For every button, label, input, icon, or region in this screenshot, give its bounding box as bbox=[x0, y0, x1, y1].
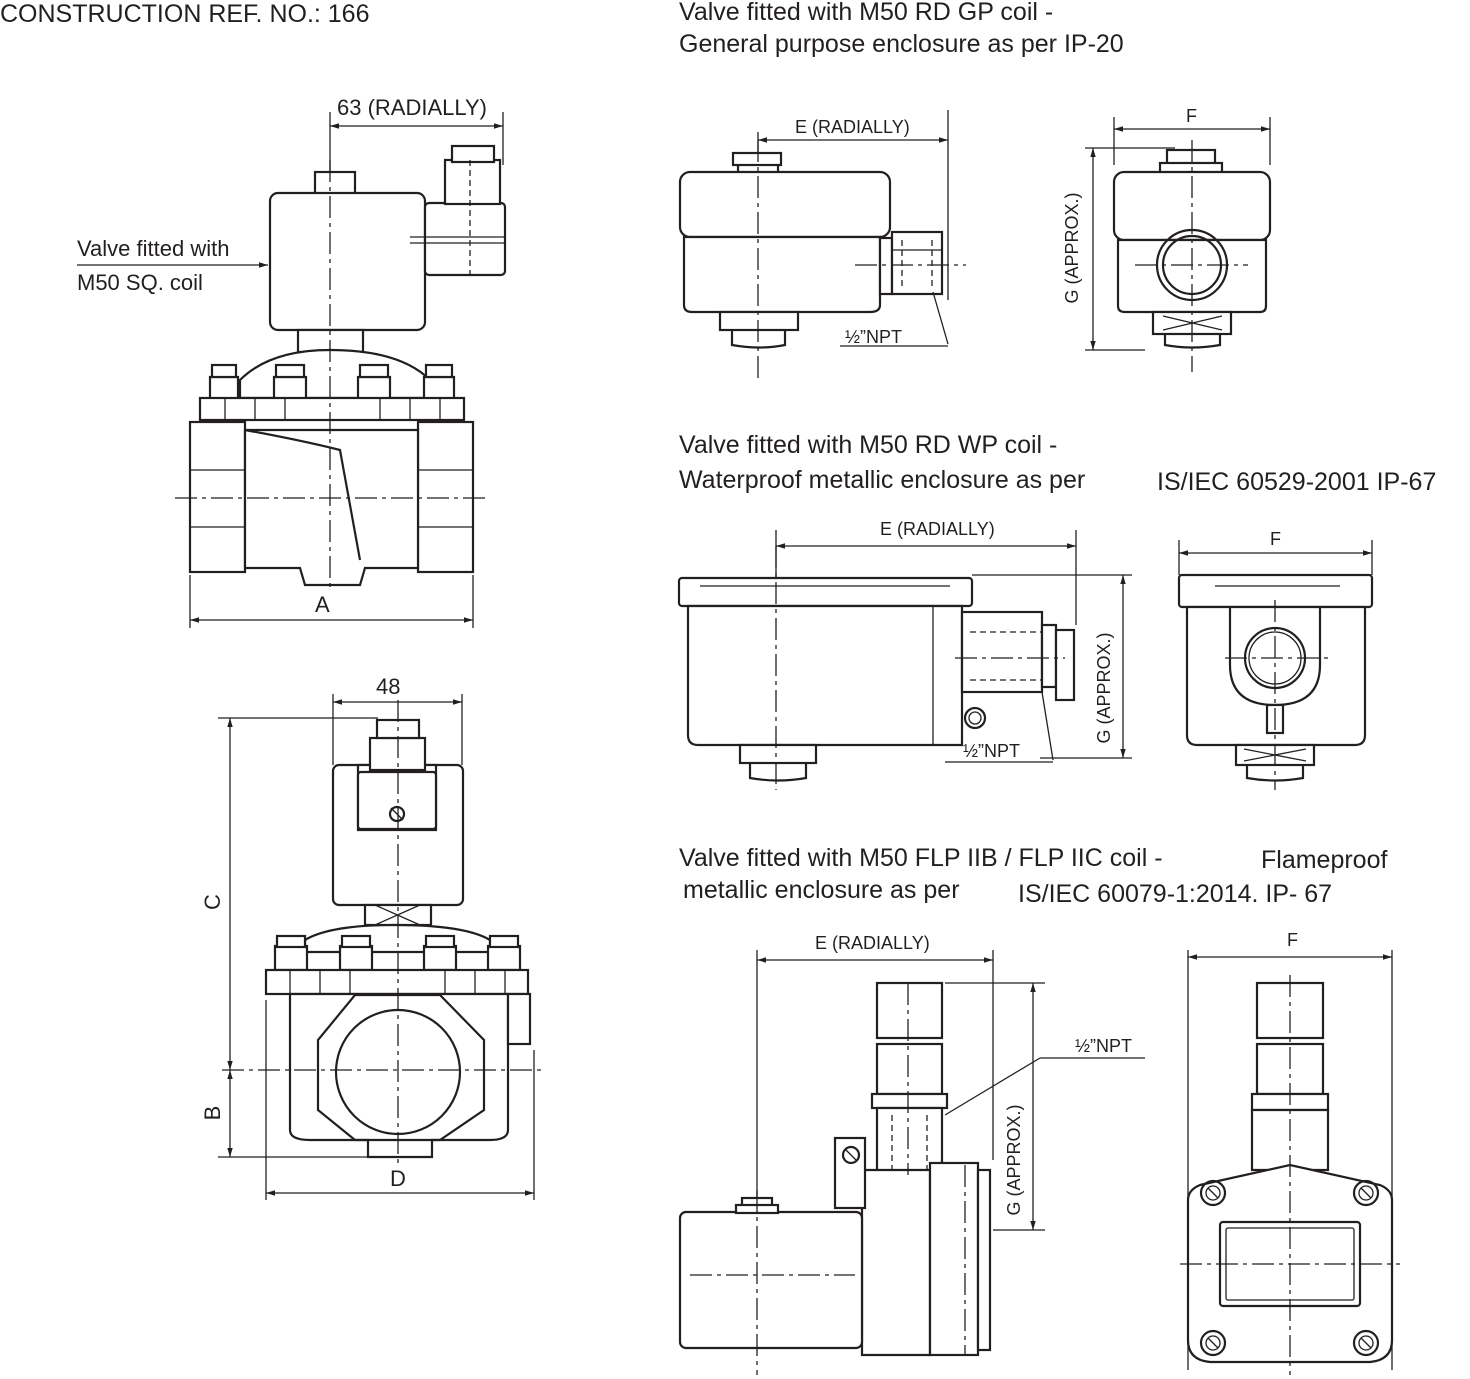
dim-c: C bbox=[200, 894, 225, 910]
wp-npt-label: ½”NPT bbox=[963, 741, 1020, 761]
flp-title-line2b: IS/IEC 60079-1:2014. IP- 67 bbox=[1018, 880, 1332, 908]
flp-dim-e: E (RADIALLY) bbox=[815, 933, 930, 953]
main-front-view: 63 (RADIALLY) Valve fitted with M50 SQ. … bbox=[77, 95, 507, 628]
flp-title-line1a: Valve fitted with M50 FLP IIB / FLP IIC … bbox=[679, 844, 1163, 872]
construction-ref: CONSTRUCTION REF. NO.: 166 bbox=[0, 0, 370, 28]
wp-title-line2a: Waterproof metallic enclosure as per bbox=[679, 466, 1085, 494]
flp-title-line2a: metallic enclosure as per bbox=[683, 876, 960, 904]
flp-npt-label: ½”NPT bbox=[1075, 1036, 1132, 1056]
wp-side-view: F bbox=[1177, 529, 1374, 790]
dim-b: B bbox=[200, 1106, 225, 1121]
flp-side-view: F bbox=[1180, 930, 1400, 1375]
gp-front-view: E (RADIALLY) ½”NPT bbox=[678, 110, 966, 382]
wp-dim-g: G (APPROX.) bbox=[1094, 632, 1114, 743]
dim-a: A bbox=[315, 592, 330, 617]
gp-title-line2: General purpose enclosure as per IP-20 bbox=[679, 30, 1124, 58]
gp-title-line1: Valve fitted with M50 RD GP coil - bbox=[679, 0, 1053, 26]
dim-d: D bbox=[390, 1166, 406, 1191]
gp-side-view: F G (APPROX.) bbox=[1062, 106, 1272, 372]
dim-63-radially: 63 (RADIALLY) bbox=[337, 95, 487, 120]
callout-line2: M50 SQ. coil bbox=[77, 270, 203, 295]
gp-dim-f: F bbox=[1186, 106, 1197, 126]
gp-dim-e: E (RADIALLY) bbox=[795, 117, 910, 137]
wp-dim-f: F bbox=[1270, 529, 1281, 549]
flp-title-line1b: Flameproof bbox=[1261, 846, 1387, 874]
flp-dim-f: F bbox=[1287, 930, 1298, 950]
wp-dim-e: E (RADIALLY) bbox=[880, 519, 995, 539]
wp-title-line2b: IS/IEC 60529-2001 IP-67 bbox=[1157, 468, 1436, 496]
wp-front-view: E (RADIALLY) ½”NPT G (APPROX.) bbox=[677, 519, 1132, 790]
gp-npt-label: ½”NPT bbox=[845, 327, 902, 347]
side-view: 48 bbox=[200, 674, 545, 1200]
dim-48: 48 bbox=[376, 674, 400, 699]
wp-title-line1: Valve fitted with M50 RD WP coil - bbox=[679, 431, 1057, 459]
callout-line1: Valve fitted with bbox=[77, 236, 229, 261]
flp-dim-g: G (APPROX.) bbox=[1004, 1104, 1024, 1215]
gp-dim-g: G (APPROX.) bbox=[1062, 192, 1082, 303]
flp-front-view: E (RADIALLY) ½”NPT G (APPROX.) bbox=[678, 933, 1145, 1375]
